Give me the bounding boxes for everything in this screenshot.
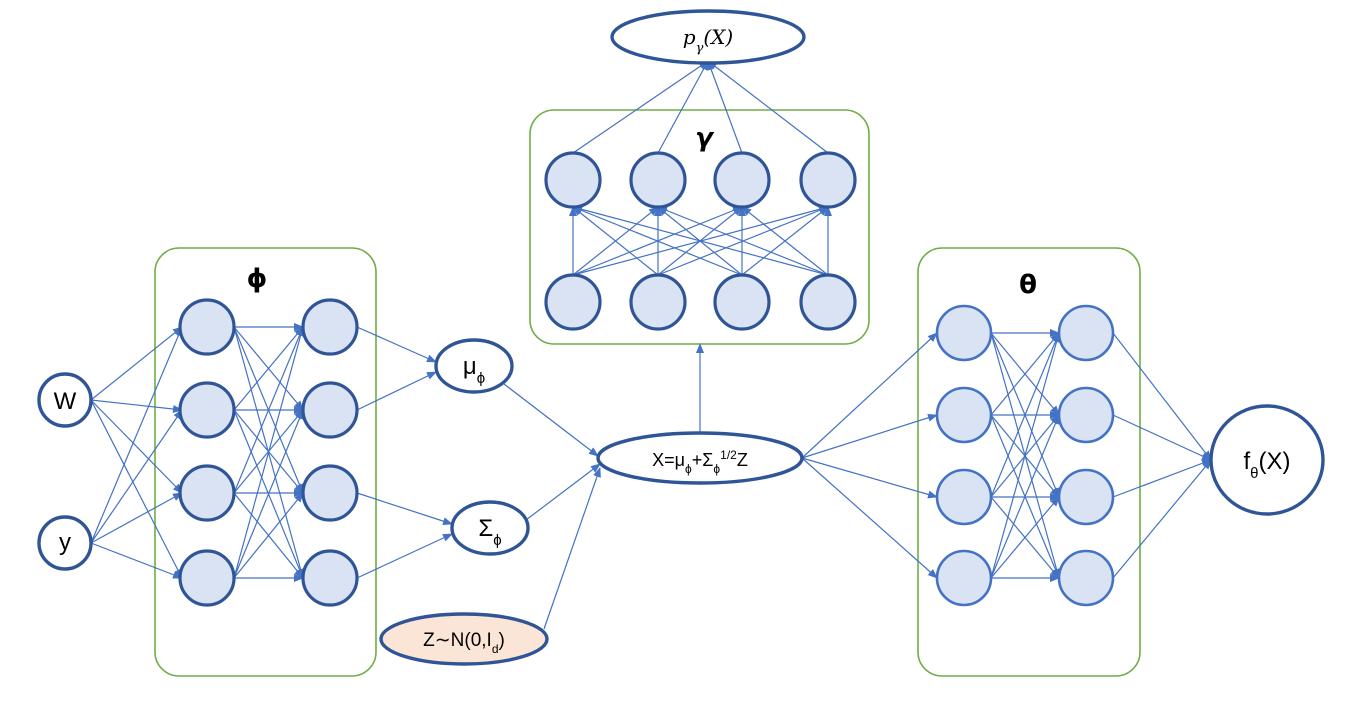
nodes-layer [178, 151, 1115, 607]
phi-layer2-neuron-2 [301, 464, 359, 522]
phi-layer2-neuron-1 [301, 381, 359, 439]
edge-sigma-x [525, 463, 601, 521]
edge-input0-phi1-1 [90, 399, 183, 413]
phi-layer2-neuron-3 [301, 549, 359, 607]
phi-panel-title: ϕ [247, 264, 268, 294]
edge-phi1-3-phi2-1 [233, 409, 304, 579]
edge-gbot-3-gtop-1 [657, 206, 829, 276]
edge-gtop-3-density [707, 60, 829, 154]
noise-node [379, 612, 549, 666]
edge-gbot-3-gtop-2 [741, 206, 829, 276]
theta-panel-title: θ [1019, 270, 1037, 300]
edge-x-theta1-1 [801, 413, 938, 459]
theta-layer2-neuron-0 [1057, 304, 1115, 362]
gamma-bottom-neuron-1 [629, 273, 687, 331]
edge-phi1-3-phi2-0 [233, 326, 305, 579]
edge-phi1-1-phi2-0 [233, 326, 304, 411]
edge-theta2-2-output [1112, 459, 1212, 498]
density-output-label: pγ(X) [683, 25, 733, 56]
f-theta-output-node [1209, 404, 1325, 516]
mu-phi-node [434, 338, 514, 394]
edge-input0-phi1-0 [90, 326, 183, 401]
edge-phi2-0-mu [356, 326, 437, 363]
edge-gtop-0-density [572, 60, 709, 154]
edge-gtop-2-density [707, 60, 743, 154]
edge-phi1-3-phi2-2 [233, 492, 304, 579]
edge-input1-phi1-1 [90, 409, 183, 544]
input-node-y [37, 515, 93, 571]
gamma-top-neuron-0 [544, 151, 602, 209]
edge-input1-phi1-0 [90, 326, 183, 544]
gamma-top-neuron-1 [629, 151, 687, 209]
edge-theta2-0-output [1112, 332, 1212, 461]
sample-x-node [596, 431, 804, 485]
edge-input1-phi1-3 [90, 542, 183, 579]
edge-noise-x [543, 467, 601, 630]
mu-phi-label: μϕ [463, 353, 485, 387]
edge-theta1-3-theta2-0 [990, 332, 1061, 579]
edge-gtop-1-density [657, 60, 709, 154]
edge-x-theta1-2 [801, 457, 938, 499]
sample-x-label: X=μϕ+Σϕ1/2Z [652, 448, 748, 476]
edge-theta2-1-output [1112, 414, 1212, 461]
gamma-panel-title: γ [695, 123, 715, 153]
theta-layer1-neuron-3 [935, 549, 993, 607]
gamma-bottom-neuron-3 [799, 273, 857, 331]
gamma-bottom-neuron-0 [544, 273, 602, 331]
input-label-w: W [54, 388, 77, 415]
theta-layer1-neuron-1 [935, 386, 993, 444]
edge-input1-phi1-2 [90, 492, 183, 544]
gamma-top-neuron-2 [713, 151, 771, 209]
theta-layer2-neuron-3 [1057, 549, 1115, 607]
edge-theta2-3-output [1112, 459, 1212, 579]
phi-layer1-neuron-3 [178, 549, 236, 607]
edge-gbot-1-gtop-0 [572, 206, 659, 276]
theta-layer1-neuron-0 [935, 304, 993, 362]
edge-gbot-2-gtop-0 [572, 206, 743, 276]
edge-phi2-3-sigma [356, 533, 453, 579]
theta-layer2-neuron-1 [1057, 386, 1115, 444]
phi-layer1-neuron-1 [178, 381, 236, 439]
density-output-node [610, 9, 806, 65]
edge-phi2-2-sigma [356, 492, 453, 526]
edge-theta1-2-theta2-0 [990, 332, 1060, 498]
theta-layer1-neuron-2 [935, 468, 993, 526]
edge-mu-x [503, 383, 599, 457]
edge-input0-phi1-2 [90, 399, 183, 494]
edge-x-theta1-0 [801, 332, 938, 459]
noise-label: Z∼N(0,Id) [423, 630, 505, 656]
edge-theta1-1-theta2-0 [990, 332, 1060, 416]
edge-input0-phi1-3 [90, 399, 183, 579]
sigma-phi-node [450, 500, 530, 556]
edge-gbot-3-gtop-0 [572, 205, 829, 276]
input-label-y: y [59, 529, 71, 556]
gamma-bottom-neuron-2 [713, 273, 771, 331]
phi-layer1-neuron-2 [178, 464, 236, 522]
phi-layer1-neuron-0 [178, 298, 236, 356]
phi-layer2-neuron-0 [301, 298, 359, 356]
edge-theta1-3-theta2-1 [990, 414, 1060, 579]
edge-phi1-2-phi2-0 [233, 326, 304, 494]
gamma-top-neuron-3 [799, 151, 857, 209]
sigma-phi-label: Σϕ [478, 515, 501, 549]
theta-layer2-neuron-2 [1057, 468, 1115, 526]
input-node-w [37, 372, 93, 428]
edges-layer [90, 60, 1212, 630]
edge-phi2-1-mu [356, 371, 437, 411]
edge-theta1-3-theta2-2 [990, 496, 1060, 579]
f-theta-output-label: fθ(X) [1243, 448, 1290, 482]
edge-x-theta1-3 [801, 457, 938, 579]
